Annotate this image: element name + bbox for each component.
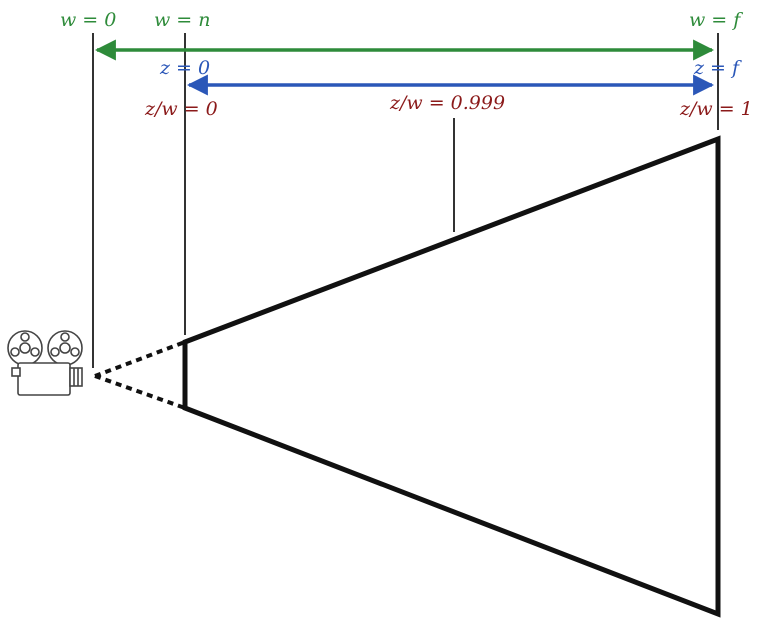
- frustum-dashed-bottom: [94, 374, 186, 410]
- w-near-label: w = n: [154, 9, 211, 31]
- w-zero-label: w = 0: [60, 9, 116, 31]
- frustum-dashed-top: [94, 340, 186, 378]
- z-far-label: z = f: [693, 57, 742, 79]
- z-near-label: z = 0: [159, 57, 210, 79]
- zw-far-label: z/w = 1: [679, 98, 753, 120]
- w-far-label: w = f: [689, 9, 743, 31]
- zw-mid-label: z/w = 0.999: [389, 92, 505, 114]
- view-frustum: [182, 135, 721, 618]
- movie-camera-icon: [7, 330, 83, 396]
- zw-near-label: z/w = 0: [144, 98, 218, 120]
